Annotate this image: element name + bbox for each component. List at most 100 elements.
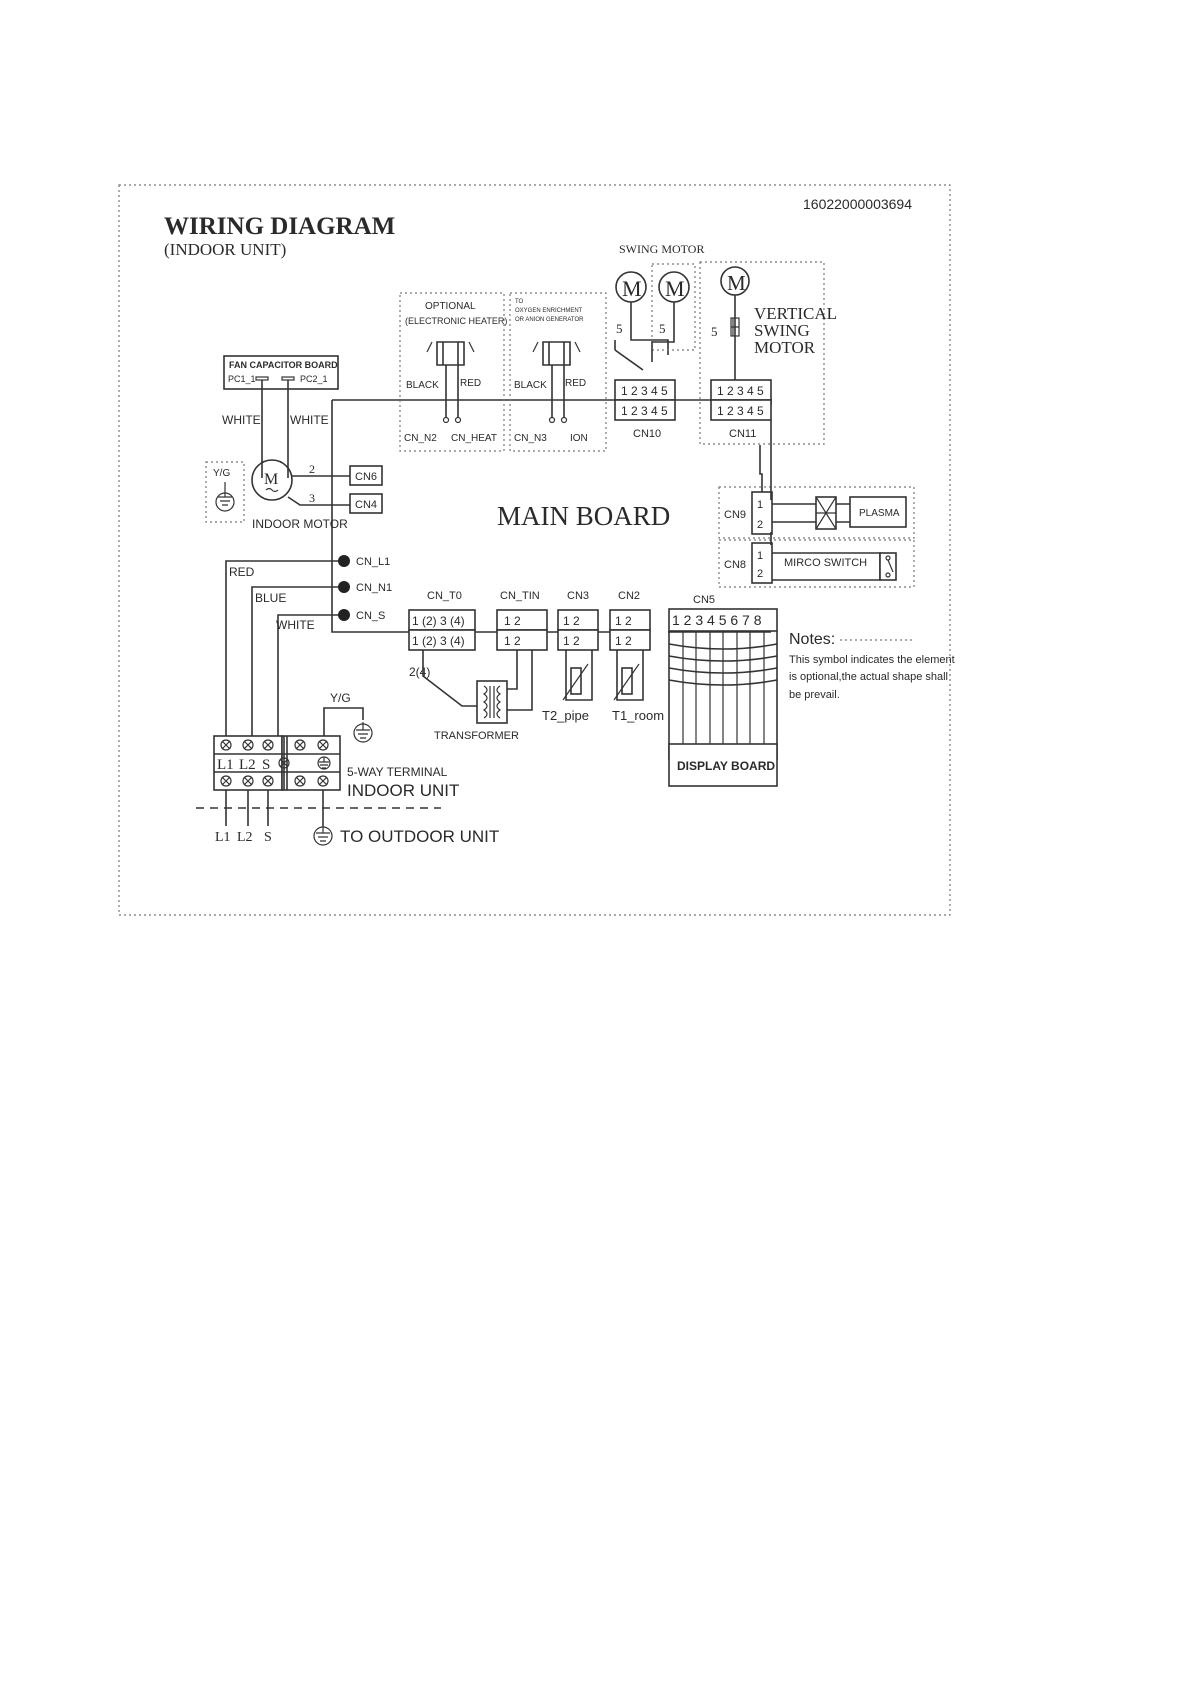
transformer-wire-label: 2(4) [409, 665, 430, 679]
swing-motor-2: M 5 [651, 271, 690, 362]
heater-title: OPTIONAL [425, 301, 476, 312]
outdoor-ground-icon [313, 826, 333, 846]
motor-ground-label: Y/G [213, 468, 230, 479]
wire-white-label: WHITE [276, 618, 315, 632]
terminal-ground-label: Y/G [330, 691, 351, 705]
terminal-ground-icon [353, 722, 373, 743]
svg-text:1 2 3 4 5: 1 2 3 4 5 [717, 384, 764, 398]
cn4-label: CN4 [355, 499, 377, 511]
cn-t0-label: CN_T0 [427, 590, 462, 602]
svg-text:1 2: 1 2 [504, 614, 521, 628]
cn-tin-connector: 1 2 1 2 [496, 609, 548, 651]
svg-text:M: M [264, 471, 278, 488]
cn10-label: CN10 [633, 428, 661, 440]
motor-pin-3: 3 [309, 491, 315, 505]
cn2-connector: 1 2 1 2 [609, 609, 651, 651]
vertical-swing-motor: M 5 [711, 266, 750, 380]
svg-text:5: 5 [711, 324, 718, 339]
display-board [668, 743, 778, 787]
outdoor-wires [225, 790, 324, 826]
ion-wire-red: RED [565, 378, 586, 389]
svg-text:1 2: 1 2 [615, 614, 632, 628]
cn5-ribbon-cable [668, 631, 778, 760]
svg-text:2: 2 [757, 568, 763, 580]
vertical-swing-label-3: MOTOR [754, 338, 816, 357]
ion-connector-n3: CN_N3 [514, 433, 547, 444]
fan-capacitor-pc2: PC2_1 [300, 374, 328, 384]
vertical-swing-optional-box [699, 261, 825, 445]
fan-capacitor-wires [261, 380, 289, 478]
terminal-l1: L1 [217, 757, 234, 773]
terminal-label-1: 5-WAY TERMINAL [347, 765, 448, 779]
micro-switch-symbol [879, 552, 897, 581]
terminal-s: S [262, 757, 270, 773]
svg-text:M: M [665, 276, 685, 301]
cn6-label: CN6 [355, 471, 377, 483]
svg-text:1 (2) 3 (4): 1 (2) 3 (4) [412, 614, 465, 628]
terminal-label-2: INDOOR UNIT [347, 781, 459, 800]
ion-title-2: OXYGEN ENRICHMENT [515, 308, 583, 314]
motor-ground-optional-box [205, 461, 245, 523]
svg-text:1 2 3 4 5: 1 2 3 4 5 [717, 404, 764, 418]
cn11-label: CN11 [729, 428, 756, 440]
fan-capacitor-title: FAN CAPACITOR BOARD [229, 360, 338, 370]
svg-text:1 2 3 4 5 6 7 8: 1 2 3 4 5 6 7 8 [672, 612, 762, 628]
motor-pin-2: 2 [309, 462, 315, 476]
motor-ground-icon [215, 482, 235, 512]
cn9-optional-box [718, 486, 915, 539]
svg-text:2: 2 [757, 519, 763, 531]
cn2-label: CN2 [618, 590, 640, 602]
cn3-label: CN3 [567, 590, 589, 602]
cn6-connector [349, 465, 383, 486]
swing-motor-1: M 5 [615, 271, 669, 355]
ion-title-1: TO [515, 299, 524, 305]
svg-text:M: M [727, 271, 746, 295]
notes-line-2: is optional,the actual shape shall [789, 671, 948, 683]
plasma-label: PLASMA [859, 508, 900, 519]
ion-wire-black: BLACK [514, 380, 547, 391]
vertical-swing-label-2: SWING [754, 321, 810, 340]
indoor-motor-symbol: M [251, 459, 350, 506]
cn9-label: CN9 [724, 509, 746, 521]
notes-line-3: be prevail. [789, 689, 840, 701]
fan-capacitor-pc1: PC1_1 [228, 374, 256, 384]
vertical-swing-label-1: VERTICAL [754, 304, 837, 323]
cn8-label: CN8 [724, 559, 746, 571]
transformer-label: TRANSFORMER [434, 730, 519, 742]
ion-connector-ion: ION [570, 433, 588, 444]
power-input-dots [338, 555, 350, 621]
svg-text:5: 5 [659, 321, 666, 336]
heater-connector-n2: CN_N2 [404, 433, 437, 444]
swing-motor-optional-box [651, 263, 696, 351]
fan-capacitor-board [223, 355, 339, 390]
fan-wire-white-1: WHITE [222, 413, 261, 427]
cn3-connector: 1 2 1 2 [557, 609, 599, 651]
cn8-connector: 1 2 [751, 542, 773, 584]
t2-pipe-sensor [562, 650, 593, 701]
t2-pipe-label: T2_pipe [542, 708, 589, 723]
cn-s-label: CN_S [356, 610, 385, 622]
svg-text:1 2 3 4 5: 1 2 3 4 5 [621, 384, 668, 398]
notes-line-1: This symbol indicates the element [789, 654, 955, 666]
main-board-label: MAIN BOARD [497, 501, 670, 531]
cn-t0-connector: 1 (2) 3 (4) 1 (2) 3 (4) [408, 609, 476, 651]
cn-tin-label: CN_TIN [500, 590, 540, 602]
cn5-connector: 1 2 3 4 5 6 7 8 [668, 608, 778, 632]
svg-text:1: 1 [757, 550, 763, 562]
terminal-screws [220, 739, 331, 787]
cn4-connector [349, 493, 383, 514]
svg-text:1: 1 [757, 499, 763, 511]
outdoor-l2: L2 [237, 830, 253, 845]
cn9-inline-connector [815, 496, 837, 530]
cn10-connector: 1 2 3 4 5 1 2 3 4 5 [614, 379, 676, 421]
notes-title: Notes: [789, 631, 835, 648]
cn-n1-label: CN_N1 [356, 582, 392, 594]
wire-red-label: RED [229, 565, 255, 579]
heater-connector-heat: CN_HEAT [451, 433, 497, 444]
svg-text:M: M [622, 276, 642, 301]
swing-motor-title: SWING MOTOR [619, 242, 704, 256]
svg-text:5: 5 [616, 321, 623, 336]
cn5-label: CN5 [693, 594, 715, 606]
ion-generator-symbol [532, 341, 581, 424]
micro-switch-label: MIRCO SWITCH [784, 557, 867, 569]
